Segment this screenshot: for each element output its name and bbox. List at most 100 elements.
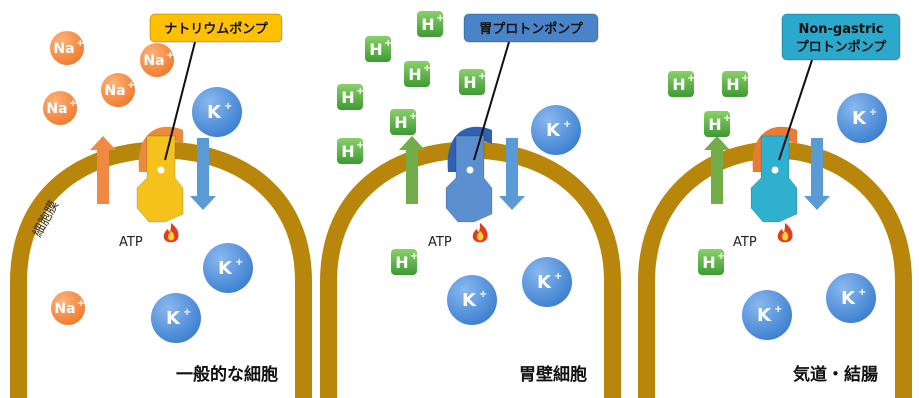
k-ion-circle (151, 293, 201, 343)
na-ion-circle (50, 31, 84, 65)
callout-text: ナトリウムポンプ (164, 21, 269, 37)
na-ion: Na+ (50, 31, 84, 65)
k-ion-label: K (207, 102, 222, 123)
h-ion: H+ (668, 71, 695, 97)
h-ion-charge: + (723, 113, 731, 124)
h-ion-box (391, 249, 417, 275)
pump-protein (750, 126, 798, 223)
pump-protein (445, 126, 493, 223)
k-ion-circle (447, 275, 497, 325)
na-ion: Na+ (101, 73, 135, 107)
callout-text: Non-gastric (798, 22, 883, 37)
na-ion: Na+ (51, 291, 85, 325)
atp-label: ATP (119, 235, 143, 250)
h-ion-box (390, 109, 416, 135)
k-ion-charge: + (858, 287, 866, 298)
k-ion-circle (742, 290, 792, 340)
h-ion-charge: + (436, 13, 444, 24)
na-ion-circle (43, 91, 77, 125)
h-ion-charge: + (741, 73, 749, 84)
k-ion-label: K (218, 258, 233, 279)
pump-name-callout: ナトリウムポンプ (149, 13, 283, 161)
h-ion: H+ (417, 11, 444, 37)
na-ion-label: Na (46, 101, 67, 117)
h-ion-label: H (702, 253, 715, 272)
flame-icon (163, 223, 179, 243)
na-ion-charge: + (76, 38, 84, 49)
k-ion-circle (203, 243, 253, 293)
k-ion: K+ (522, 257, 572, 307)
k-ion: K+ (151, 293, 201, 343)
k-ion: K+ (447, 275, 497, 325)
h-ion-box (417, 11, 443, 37)
pump-body (750, 135, 798, 223)
h-ion-charge: + (356, 86, 364, 97)
k-ion-label: K (841, 288, 856, 309)
callout-text: プロトンポンプ (796, 39, 888, 55)
callout-text: 胃プロトンポンプ (479, 21, 584, 37)
pump-body (136, 135, 184, 223)
h-ion: H+ (722, 71, 749, 97)
k-ion: K+ (837, 93, 887, 143)
h-ion: H+ (337, 138, 364, 164)
h-ion-box (365, 36, 391, 62)
h-ion-box (668, 71, 694, 97)
influx-arrow (499, 138, 525, 210)
k-ion-charge: + (224, 101, 232, 112)
efflux-arrow (90, 136, 116, 204)
influx-arrow (804, 138, 830, 210)
k-ion-circle (531, 105, 581, 155)
panel-caption: 一般的な細胞 (176, 364, 278, 385)
h-ion-charge: + (356, 140, 364, 151)
callout-line (778, 59, 813, 161)
h-ion-charge: + (478, 71, 486, 82)
k-ion: K+ (203, 243, 253, 293)
k-ion-label: K (537, 272, 552, 293)
h-ion-charge: + (410, 251, 418, 262)
atp-label: ATP (733, 235, 757, 250)
k-ion-charge: + (235, 257, 243, 268)
h-ion-label: H (708, 115, 721, 134)
h-ion: H+ (337, 84, 364, 110)
k-ion-charge: + (869, 107, 877, 118)
h-ion: H+ (698, 249, 725, 275)
na-ion-charge: + (166, 50, 174, 61)
h-ion: H+ (404, 61, 431, 87)
na-ion-circle (101, 73, 135, 107)
h-ion-label: H (341, 88, 354, 107)
k-ion-label: K (546, 120, 561, 141)
pump-channel (466, 166, 474, 174)
flame-icon (472, 223, 488, 243)
h-ion-box (337, 84, 363, 110)
k-ion: K+ (742, 290, 792, 340)
na-ion-label: Na (104, 83, 125, 99)
pump-name-callout: 胃プロトンポンプ (463, 13, 599, 161)
h-ion-charge: + (384, 38, 392, 49)
k-ion: K+ (531, 105, 581, 155)
efflux-arrow (704, 136, 730, 204)
pump-protein (136, 126, 184, 223)
k-ion-circle (826, 273, 876, 323)
na-ion-charge: + (127, 80, 135, 91)
na-ion: Na+ (140, 43, 174, 77)
k-ion-circle (192, 87, 242, 137)
h-ion-label: H (394, 113, 407, 132)
pump-channel (157, 166, 165, 174)
callout-box (149, 13, 283, 43)
h-ion-charge: + (687, 73, 695, 84)
na-ion-label: Na (143, 53, 164, 69)
h-ion-box (704, 111, 730, 137)
na-ion-charge: + (77, 298, 85, 309)
na-ion-label: Na (54, 301, 75, 317)
na-ion-circle (51, 291, 85, 325)
h-ion: H+ (391, 249, 418, 275)
flame-icon (777, 223, 793, 243)
h-ion: H+ (459, 69, 486, 95)
k-ion-label: K (852, 108, 867, 129)
k-ion-label: K (462, 290, 477, 311)
h-ion-label: H (408, 65, 421, 84)
h-ion-box (337, 138, 363, 164)
